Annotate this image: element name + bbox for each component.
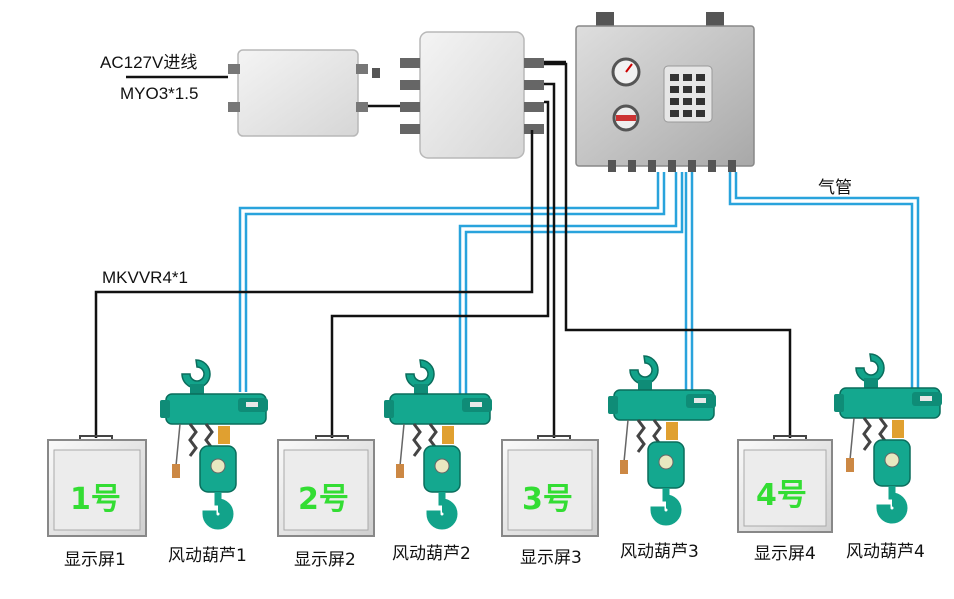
power-junction-box (228, 49, 380, 137)
air-pipes (238, 172, 920, 402)
air-hoist-3-icon (608, 356, 716, 522)
control-cabinet (575, 12, 755, 172)
display-4-caption: 显示屏4 (754, 544, 816, 564)
hoist-4-caption: 风动葫芦4 (846, 542, 925, 562)
distribution-junction-box (400, 31, 544, 159)
display-unit-2 (277, 435, 375, 537)
hoist-1-caption: 风动葫芦1 (168, 546, 247, 566)
display-4-number: 4号 (756, 478, 807, 513)
display-2-number: 2号 (298, 482, 349, 517)
display-1-caption: 显示屏1 (64, 550, 126, 570)
signal-cables (94, 62, 792, 438)
air-hoist-1-icon (160, 360, 268, 526)
power-cable-label: MYO3*1.5 (120, 84, 199, 103)
hoist-3-caption: 风动葫芦3 (620, 542, 699, 562)
display-3-number: 3号 (522, 482, 573, 517)
pressure-gauge-icon (611, 57, 641, 87)
hoist-2-caption: 风动葫芦2 (392, 544, 471, 564)
air-hoist-4-icon (834, 354, 942, 520)
air-pipe-label: 气管 (818, 178, 852, 198)
air-hoist-2-icon (384, 360, 492, 526)
display-unit-1 (47, 435, 147, 537)
power-cables (126, 60, 566, 108)
signal-cable-label: MKVVR4*1 (102, 268, 188, 287)
display-unit-4 (737, 435, 833, 533)
display-3-caption: 显示屏3 (520, 548, 582, 568)
display-unit-3 (501, 435, 599, 537)
display-2-caption: 显示屏2 (294, 550, 356, 570)
display-1-number: 1号 (70, 482, 121, 517)
keypad-icon (663, 65, 713, 123)
power-in-label: AC127V进线 (100, 53, 198, 72)
valve-knob-icon (612, 104, 640, 132)
